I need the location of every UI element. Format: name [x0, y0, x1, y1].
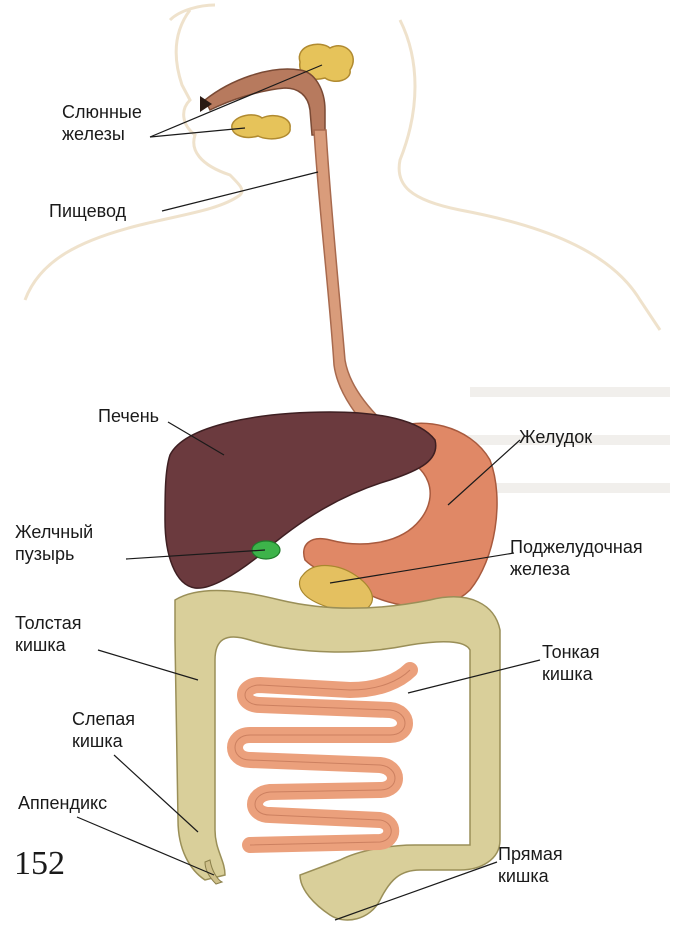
colon-organ	[175, 591, 500, 920]
leader-salivary-2	[150, 128, 245, 137]
label-gallbladder-line1: Желчный	[15, 521, 93, 543]
label-cecum: Слепая кишка	[72, 708, 135, 752]
label-cecum-line1: Слепая	[72, 708, 135, 730]
label-gallbladder-line2: пузырь	[15, 543, 93, 565]
label-large-intestine: Толстая кишка	[15, 612, 82, 656]
label-rectum: Прямая кишка	[498, 843, 563, 887]
label-pancreas-line2: железа	[510, 558, 643, 580]
label-appendix: Аппендикс	[18, 792, 107, 814]
label-pancreas-line1: Поджелудочная	[510, 536, 643, 558]
label-large-intestine-line1: Толстая	[15, 612, 82, 634]
label-small-intestine-line2: кишка	[542, 663, 600, 685]
label-rectum-line1: Прямая	[498, 843, 563, 865]
label-small-intestine-line1: Тонкая	[542, 641, 600, 663]
small-intestine-organ	[235, 670, 410, 845]
label-salivary-glands-line1: Слюнные	[62, 101, 142, 123]
label-cecum-line2: кишка	[72, 730, 135, 752]
label-gallbladder: Желчный пузырь	[15, 521, 93, 565]
label-liver: Печень	[98, 405, 159, 427]
esophagus-tube	[314, 130, 392, 440]
leader-esophagus	[162, 172, 318, 211]
label-rectum-line2: кишка	[498, 865, 563, 887]
label-large-intestine-line2: кишка	[15, 634, 82, 656]
label-pancreas: Поджелудочная железа	[510, 536, 643, 580]
label-small-intestine: Тонкая кишка	[542, 641, 600, 685]
label-stomach: Желудок	[519, 426, 592, 448]
label-esophagus: Пищевод	[49, 200, 126, 222]
page-number: 152	[14, 845, 65, 883]
label-salivary-glands-line2: железы	[62, 123, 142, 145]
label-salivary-glands: Слюнные железы	[62, 101, 142, 145]
submandibular-gland	[232, 115, 290, 139]
